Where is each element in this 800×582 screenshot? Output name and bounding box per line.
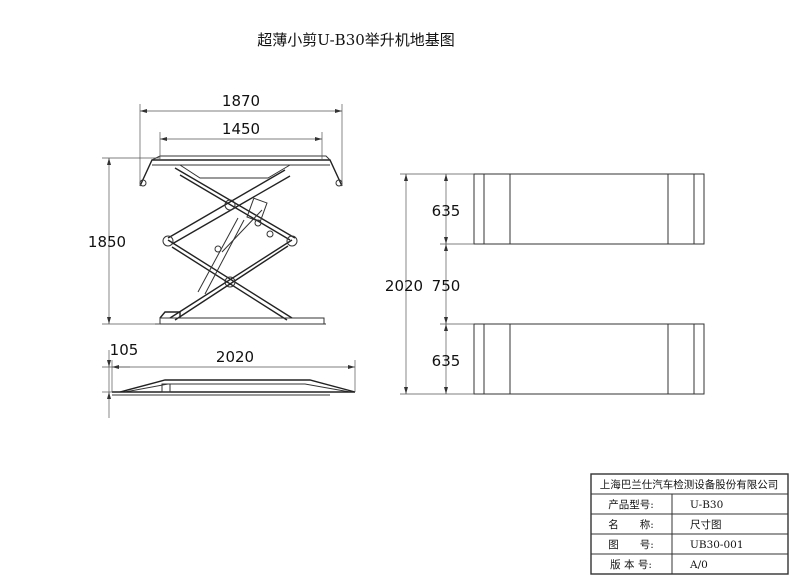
dim-1870-label: 1870 [222,92,260,110]
dimension-base-length: 2020 [111,348,356,392]
dim-635-top-label: 635 [432,202,461,220]
dim-750-label: 750 [432,277,461,295]
lowered-side-view [112,379,356,396]
tb-label-name: 名 称: [608,518,654,531]
tb-value-name: 尺寸图 [690,518,722,531]
tb-value-drawing-no: UB30-001 [690,539,744,551]
dim-105-label: 105 [110,341,139,359]
dimension-top-overall: 1870 [139,92,343,186]
tb-label-model: 产品型号: [608,498,654,511]
tb-value-model: U-B30 [690,499,723,511]
tb-value-version: A/0 [689,559,708,571]
dimension-base-offset: 105 [102,341,138,418]
title-block: 上海巴兰仕汽车检测设备股份有限公司 产品型号: U-B30 名 称: 尺寸图 图… [590,473,789,575]
dimension-top-inner: 1450 [159,120,323,160]
dim-2020-plan-label: 2020 [385,277,423,295]
dim-2020-base-label: 2020 [216,348,254,366]
plan-dimensions: 2020 635 750 635 [385,173,474,395]
dimension-height: 1850 [88,157,160,325]
tb-label-drawing-no: 图 号: [608,539,654,551]
side-elevation-view [139,155,343,325]
drawing-title: 超薄小剪U-B30举升机地基图 [257,31,455,49]
plan-view [473,173,705,395]
dim-635-bottom-label: 635 [432,352,461,370]
company-name: 上海巴兰仕汽车检测设备股份有限公司 [600,478,779,491]
dim-1850-label: 1850 [88,233,126,251]
tb-label-version: 版 本 号: [610,558,652,571]
dim-1450-label: 1450 [222,120,260,138]
